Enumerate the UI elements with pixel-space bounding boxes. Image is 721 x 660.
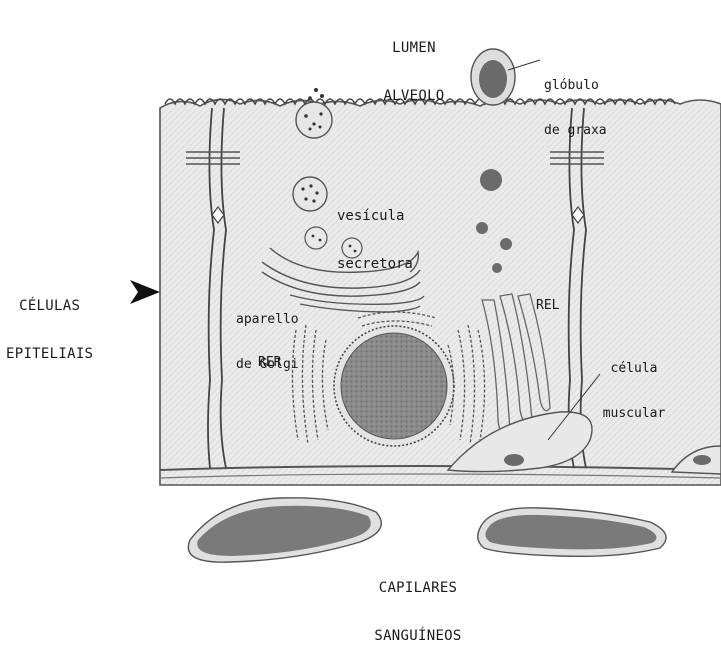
muscle-line-1: célula (596, 361, 672, 376)
capillary-right (478, 508, 666, 556)
pointer-arrow (130, 280, 160, 304)
fat-line-1: glóbulo (544, 78, 607, 93)
fat-globule (471, 49, 540, 105)
golgi-label: aparello de Golgi (236, 282, 299, 387)
rer-label: RER (258, 355, 281, 370)
secretory-vesicle-label: vesícula secretora (337, 176, 413, 288)
vesicle-line-1: vesícula (337, 208, 413, 224)
muscle-line-2: muscular (596, 406, 672, 421)
fat-line-2: de graxa (544, 123, 607, 138)
epithelial-cells-label: CÉLULAS EPITELIAIS (6, 266, 93, 378)
lumen-line-2: ALVEOLO (374, 88, 454, 104)
lumen-label: LUMEN ALVEOLO (374, 8, 454, 120)
muscle-cell-label: célula muscular (596, 331, 672, 436)
capillaries-label: CAPILARES SANGUÍNEOS (368, 548, 468, 660)
vesicle-line-2: secretora (337, 256, 413, 272)
golgi-line-1: aparello (236, 312, 299, 327)
fat-globule-label: glóbulo de graxa (544, 48, 607, 153)
epithelial-line-1: CÉLULAS (6, 298, 93, 314)
nucleus (334, 326, 454, 446)
exocytosis-vesicle (296, 88, 332, 138)
lumen-line-1: LUMEN (374, 40, 454, 56)
epithelium-illustration (0, 0, 721, 582)
capillary-left (188, 498, 381, 562)
capillaries-line-2: SANGUÍNEOS (368, 628, 468, 644)
rel-label: REL (536, 298, 559, 313)
secretory-vesicle (293, 177, 327, 211)
capillaries-line-1: CAPILARES (368, 580, 468, 596)
diagram: LUMEN ALVEOLO glóbulo de graxa vesícula … (0, 0, 721, 582)
epithelial-line-2: EPITELIAIS (6, 346, 93, 362)
